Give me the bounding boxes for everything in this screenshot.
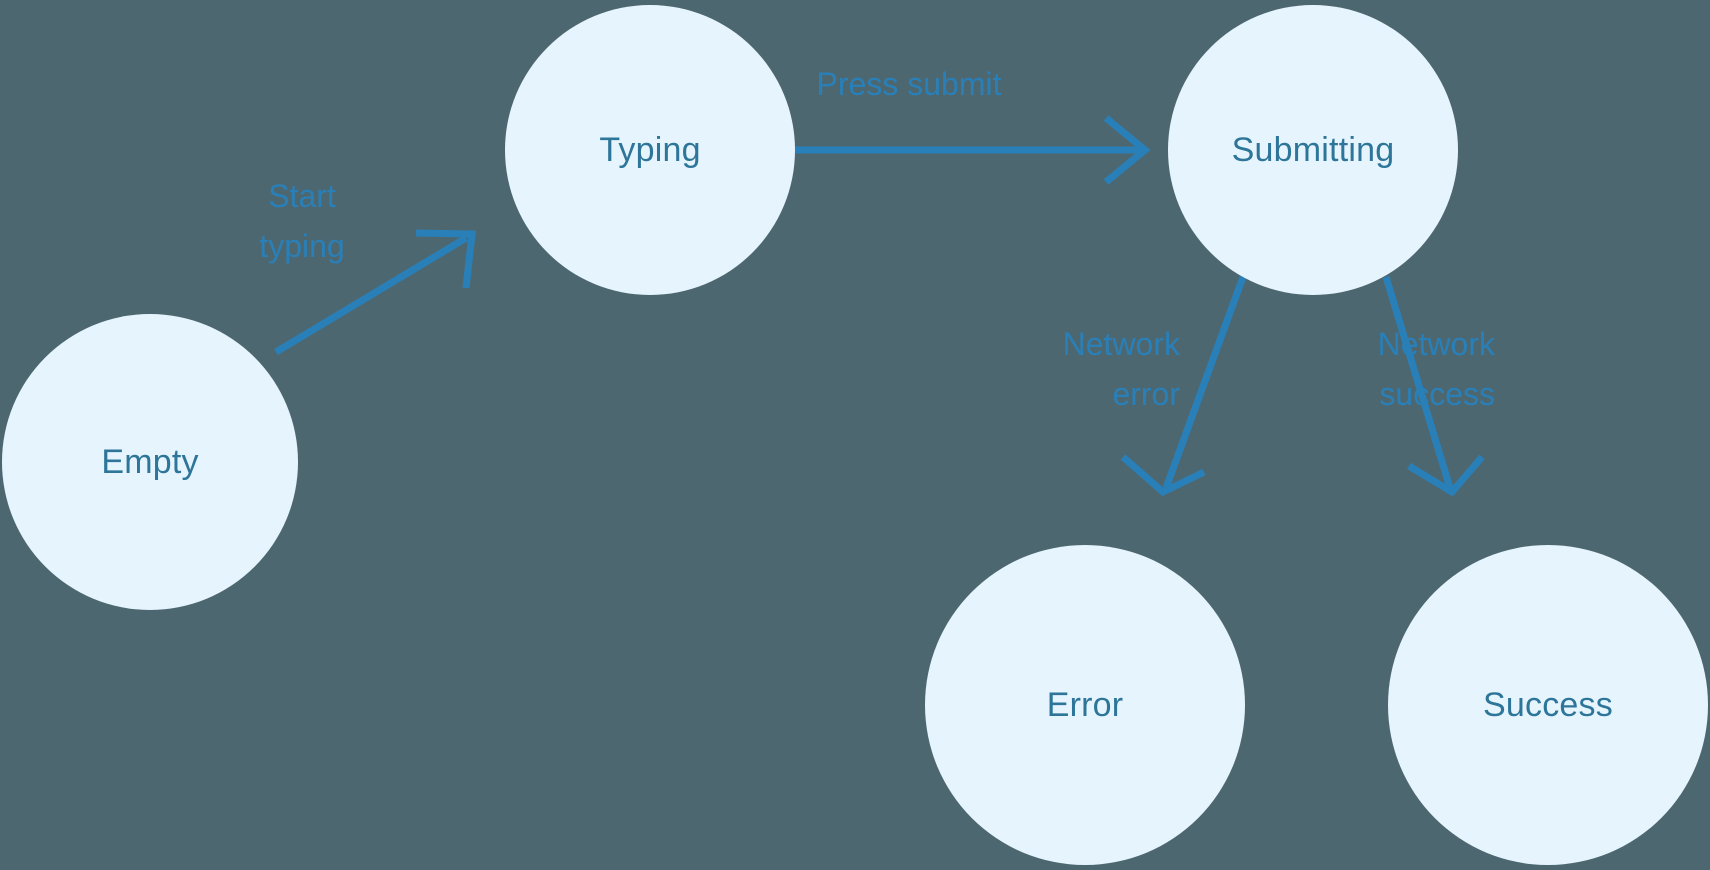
- state-node-error[interactable]: Error: [925, 545, 1245, 865]
- state-node-label: Submitting: [1231, 131, 1395, 169]
- state-node-submitting[interactable]: Submitting: [1168, 5, 1458, 295]
- edge-press-submit: [766, 115, 1151, 185]
- state-node-typing[interactable]: Typing: [505, 5, 795, 295]
- state-node-label: Success: [1483, 686, 1613, 724]
- state-node-label: Error: [1046, 686, 1124, 724]
- state-node-label: Empty: [101, 443, 199, 481]
- edge-network-error: [1120, 275, 1247, 497]
- edge-label-network-error: Network error: [1062, 326, 1180, 412]
- edge-label-network-success: Network success: [1377, 326, 1495, 412]
- state-node-empty[interactable]: Empty: [2, 314, 298, 610]
- edge-start-typing: [274, 229, 476, 356]
- edge-label-start-typing: Start typing: [259, 178, 345, 264]
- edge-network-success: [1382, 275, 1485, 497]
- state-node-label: Typing: [599, 131, 701, 169]
- edge-label-press-submit: Press submit: [816, 66, 1002, 102]
- state-node-success[interactable]: Success: [1388, 545, 1708, 865]
